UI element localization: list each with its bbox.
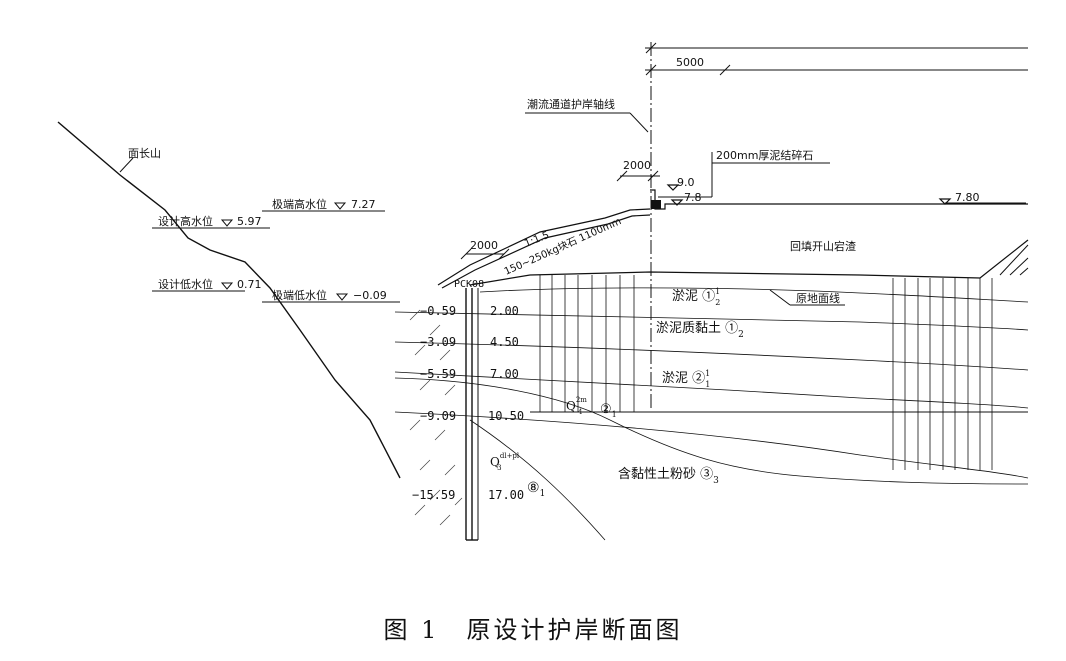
extreme-high-value: 7.27 bbox=[351, 198, 376, 211]
drain-lines-left bbox=[539, 275, 635, 412]
design-low-label: 设计低水位 bbox=[158, 277, 213, 291]
elev-7-80: 7.80 bbox=[955, 191, 980, 204]
design-high-value: 5.97 bbox=[237, 215, 262, 228]
level-depth: 2.00 bbox=[490, 304, 519, 318]
level-depth: 7.00 bbox=[490, 367, 519, 381]
original-ground-label: 原地面线 bbox=[796, 291, 840, 305]
water-levels bbox=[152, 202, 400, 303]
borehole-column bbox=[465, 288, 479, 541]
armour-label: 150~250kg块石 1100mm bbox=[502, 215, 623, 278]
elev-7-8: 7.8 bbox=[684, 191, 702, 204]
axis-line bbox=[525, 42, 1028, 410]
dim-2000-top: 2000 bbox=[623, 159, 651, 172]
level-elev: −15.59 bbox=[412, 488, 455, 502]
level-elev: −3.09 bbox=[420, 335, 456, 349]
extreme-low-value: −0.09 bbox=[353, 289, 387, 302]
borehole-levels: −0.59 2.00 −3.09 4.50 −5.59 7.00 −9.09 1… bbox=[412, 304, 524, 502]
gravel-label: 200mm厚泥结碎石 bbox=[716, 148, 813, 162]
design-high-label: 设计高水位 bbox=[158, 214, 213, 228]
design-low-value: 0.71 bbox=[237, 278, 262, 291]
level-depth: 10.50 bbox=[488, 409, 524, 423]
level-elev: −9.09 bbox=[420, 409, 456, 423]
fill-body bbox=[469, 239, 1029, 306]
elev-9-0: 9.0 bbox=[677, 176, 695, 189]
figure-caption: 图 1 原设计护岸断面图 bbox=[383, 616, 683, 644]
extreme-high-label: 极端高水位 bbox=[272, 197, 327, 211]
layer-1-2: 淤泥质黏土 ①2 bbox=[656, 320, 744, 340]
level-depth: 4.50 bbox=[490, 335, 519, 349]
crest bbox=[437, 152, 1028, 289]
drain-lines-right bbox=[892, 278, 993, 470]
level-elev: −5.59 bbox=[420, 367, 456, 381]
level-elev: −0.59 bbox=[420, 304, 456, 318]
axis-line-label: 潮流通道护岸轴线 bbox=[527, 97, 615, 111]
extreme-low-label: 极端低水位 bbox=[272, 288, 327, 302]
cross-section-drawing: 面长山 极端高水位 7.27 设计高水位 5.97 设计低水位 0.71 极端低… bbox=[57, 42, 1029, 541]
level-depth: 17.00 bbox=[488, 488, 524, 502]
hatch-marks bbox=[409, 309, 463, 526]
dim-5000: 5000 bbox=[676, 56, 704, 69]
layer-2-1b: ②1 bbox=[600, 402, 617, 419]
dim-2000-left-lines bbox=[460, 248, 510, 260]
mountain-label: 面长山 bbox=[128, 147, 161, 160]
mountain-slope bbox=[57, 121, 401, 479]
dim-2000-left: 2000 bbox=[470, 239, 498, 252]
fill-label: 回填开山宕渣 bbox=[790, 239, 856, 253]
borehole-label: PCK08 bbox=[454, 279, 484, 290]
slope-label: 1:1.5 bbox=[523, 230, 551, 250]
layer-8-1: ⑧1 bbox=[527, 480, 545, 499]
layer-3-3: 含黏性土粉砂 ③3 bbox=[618, 466, 719, 486]
